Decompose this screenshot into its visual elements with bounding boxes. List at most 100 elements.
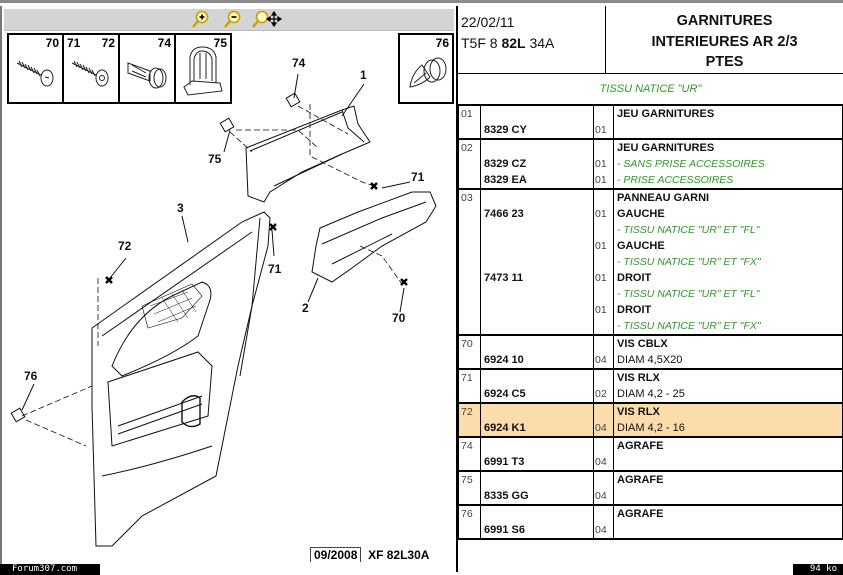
ref-number: 76 [461, 508, 473, 520]
ref-number: 74 [461, 440, 473, 452]
part-description-cell: PANNEAU GARNI GAUCHE - TISSU NATICE "UR" E… [613, 188, 843, 336]
screw-marker [269, 223, 277, 231]
part-number[interactable]: 7473 11 [484, 272, 524, 284]
part-number-cell: 6991 T3 [480, 436, 594, 472]
part-box-number: 72 [101, 36, 115, 50]
callout-3[interactable]: 3 [177, 201, 184, 215]
ref-number: 71 [461, 372, 473, 384]
part-ref-cell: 03 [458, 188, 481, 336]
part-number[interactable]: 8329 EA [484, 174, 527, 186]
description [614, 122, 842, 138]
part-ref-cell: 71 [458, 368, 481, 404]
part-box-76[interactable]: 76 [398, 33, 454, 104]
part-ref-cell: 74 [458, 436, 481, 472]
callout-2[interactable]: 2 [302, 301, 309, 315]
part-description-cell: AGRAFE [613, 470, 843, 506]
ref-number: 75 [461, 474, 473, 486]
callout-76[interactable]: 76 [24, 369, 38, 383]
quantity: 01 [595, 158, 607, 170]
part-number [481, 190, 593, 206]
quantity [594, 254, 613, 270]
part-description-cell: JEU GARNITURES [613, 105, 843, 140]
part-number[interactable]: 8335 GG [484, 490, 529, 502]
zoom-pan-button[interactable] [252, 10, 283, 28]
trim-part-2 [311, 191, 437, 283]
part-number[interactable]: 8329 CY [484, 124, 527, 136]
description: PANNEAU GARNI [617, 192, 710, 204]
part-ref-cell: 76 [458, 504, 481, 540]
quantity: 01 [595, 304, 607, 316]
part-number [481, 286, 593, 302]
part-box-74[interactable]: 74 [118, 33, 176, 104]
callout-72[interactable]: 72 [118, 239, 132, 253]
zoom-pan-icon [252, 10, 283, 28]
clip-marker [10, 407, 26, 423]
part-number-cell: 8329 CZ 8329 EA [480, 138, 594, 190]
part-box-71-72[interactable]: 71 72 [62, 33, 120, 104]
part-box-75[interactable]: 75 [174, 33, 232, 104]
callout-71[interactable]: 71 [268, 262, 282, 276]
callout-1[interactable]: 1 [360, 68, 367, 82]
header-date: 22/02/11 [461, 14, 515, 30]
part-row-75[interactable]: 75 8335 GG 04 AGRAFE [458, 470, 843, 506]
quantity: 01 [595, 240, 607, 252]
trim-subtitle: TISSU NATICE "UR" [458, 74, 843, 106]
quantity [594, 286, 613, 302]
header-divider [605, 6, 606, 73]
part-number [481, 302, 593, 318]
ref-number: 01 [461, 108, 473, 120]
description: - PRISE ACCESSOIRES [617, 174, 734, 186]
part-number[interactable]: 6924 10 [484, 354, 524, 366]
file-size: 94 ko [793, 564, 843, 575]
push-clip-icon [409, 57, 447, 88]
part-number [481, 140, 593, 156]
ref-number: 03 [461, 192, 473, 204]
part-quantity-cell: 04 [593, 504, 614, 540]
diagram-reference: 09/2008 XF 82L30A [310, 547, 429, 562]
description: GAUCHE [617, 240, 665, 252]
quantity: 01 [595, 174, 607, 186]
quantity: 04 [595, 490, 607, 502]
part-number[interactable]: 6991 T3 [484, 456, 525, 468]
description: DIAM 4,5X20 [617, 354, 683, 366]
zoom-in-icon [192, 10, 209, 28]
parts-header: 22/02/11 T5F 8 82L 34A GARNITURES INTERI… [458, 6, 843, 74]
part-number[interactable]: 6924 K1 [484, 422, 526, 434]
part-number[interactable]: 7466 23 [484, 208, 524, 220]
part-number[interactable]: 6924 C5 [484, 388, 526, 400]
description: - TISSU NATICE "UR" ET "FX" [617, 256, 761, 268]
description: VIS RLX [617, 406, 660, 418]
description: - SANS PRISE ACCESSOIRES [617, 158, 765, 170]
callout-75[interactable]: 75 [208, 152, 222, 166]
description: DROIT [617, 272, 652, 284]
trim-part-3 [91, 211, 271, 547]
callout-71[interactable]: 71 [411, 170, 425, 184]
part-number [481, 318, 593, 334]
part-number[interactable]: 8329 CZ [484, 158, 527, 170]
callout-70[interactable]: 70 [392, 311, 406, 325]
code-bold: 82L [501, 35, 526, 51]
screw-icon [16, 60, 54, 87]
diagram-panel: 70 71 72 74 75 76 [0, 6, 455, 572]
clip-marker [219, 117, 235, 133]
zoom-out-icon [224, 10, 241, 28]
exploded-diagram [10, 73, 437, 547]
zoom-in-button[interactable] [192, 10, 210, 28]
description: JEU GARNITURES [617, 108, 715, 120]
part-number [481, 254, 593, 270]
description: DIAM 4,2 - 16 [617, 422, 685, 434]
part-number[interactable]: 6991 S6 [484, 524, 525, 536]
part-ref-cell: 75 [458, 470, 481, 506]
zoom-out-button[interactable] [224, 10, 242, 28]
callout-74[interactable]: 74 [292, 56, 306, 70]
